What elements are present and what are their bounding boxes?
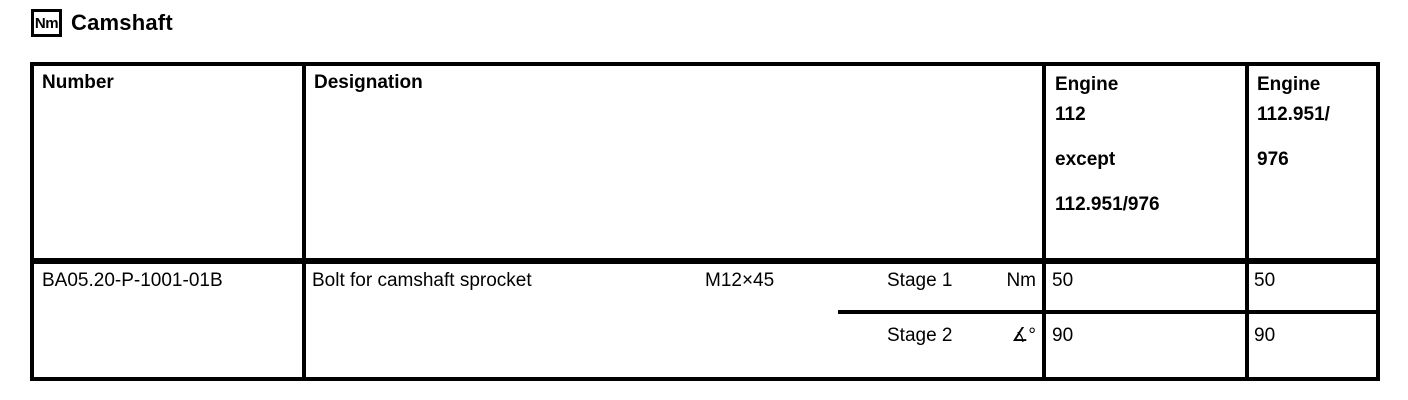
stage-1-value-engine-a: 50	[1052, 270, 1074, 291]
section-title: Nm Camshaft	[31, 8, 173, 38]
stage-1-label: Stage 1	[887, 270, 953, 291]
row-thread-size: M12×45	[705, 270, 775, 291]
stage-2-angle-unit: ∡°	[1011, 325, 1036, 346]
column-divider-number-designation	[302, 66, 306, 377]
col-header-number: Number	[42, 72, 114, 93]
stage-1-value-engine-b: 50	[1254, 270, 1276, 291]
stage-1-unit: Nm	[1006, 270, 1036, 291]
stage-2-label: Stage 2	[887, 325, 953, 346]
col-header-engine-112-951-976: Engine 112.951/976	[1257, 74, 1330, 170]
stage-2-value-engine-a: 90	[1052, 325, 1074, 346]
row-designation-value: Bolt for camshaft sprocket	[312, 270, 532, 291]
row-number-value: BA05.20-P-1001-01B	[42, 270, 223, 291]
stage-2-value-engine-b: 90	[1254, 325, 1276, 346]
header-row-divider	[34, 258, 1376, 264]
section-title-label: Camshaft	[71, 10, 173, 35]
column-divider-engine-a-engine-b	[1245, 66, 1249, 377]
stage-row-divider	[838, 310, 1376, 314]
column-divider-designation-engine-a	[1042, 66, 1046, 377]
col-header-designation: Designation	[314, 72, 423, 93]
nm-torque-icon: Nm	[31, 9, 62, 37]
